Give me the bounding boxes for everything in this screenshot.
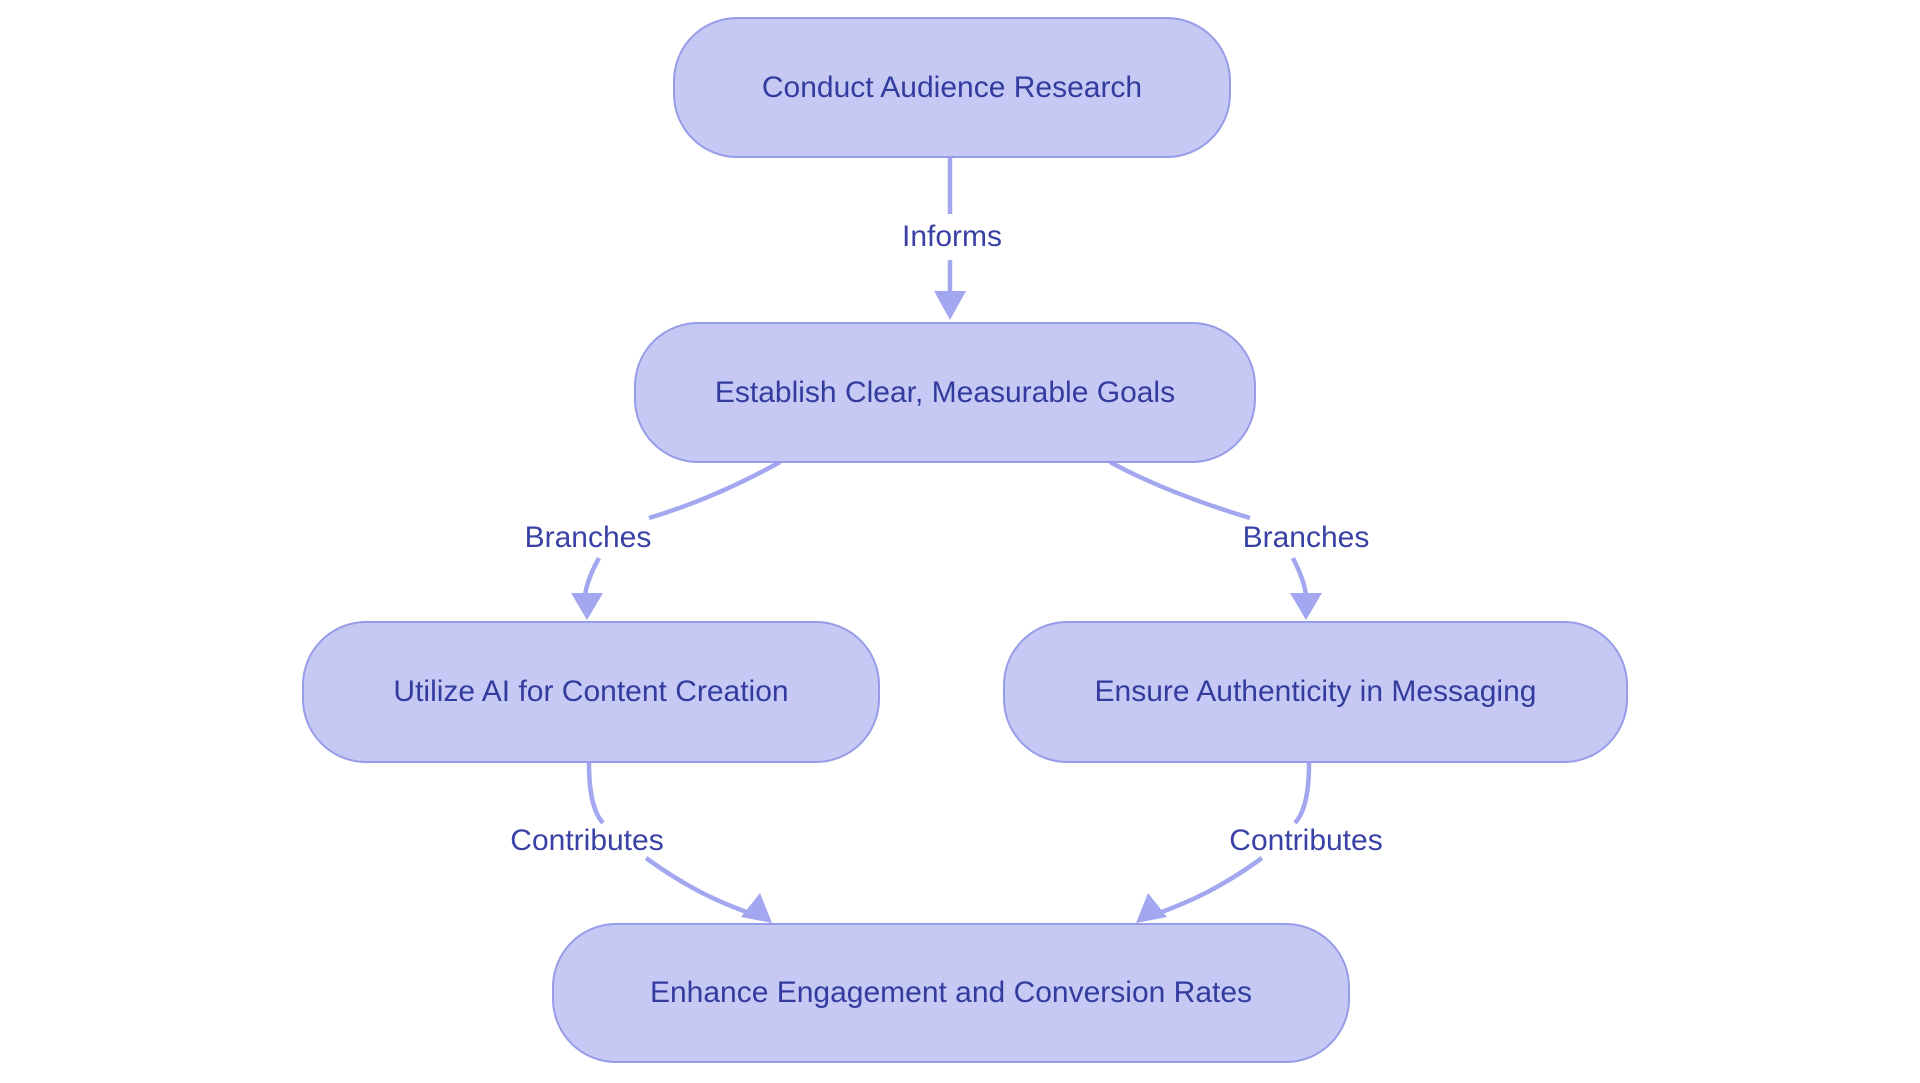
node-enhance-engagement: Enhance Engagement and Conversion Rates bbox=[552, 923, 1350, 1063]
edge-contributes-left-arrowhead bbox=[741, 893, 772, 923]
edge-branches-right-arrowhead bbox=[1290, 593, 1322, 620]
node-label: Conduct Audience Research bbox=[761, 70, 1143, 104]
edge-branches-left-arrowhead bbox=[571, 593, 603, 620]
edge-label-branches-right: Branches bbox=[1242, 521, 1370, 554]
edge-label-contributes-left: Contributes bbox=[510, 824, 664, 857]
node-ensure-authenticity: Ensure Authenticity in Messaging bbox=[1003, 621, 1628, 763]
edge-contributes-left-line-bottom bbox=[644, 856, 750, 916]
node-label: Utilize AI for Content Creation bbox=[393, 675, 789, 708]
node-utilize-ai: Utilize AI for Content Creation bbox=[302, 621, 880, 763]
edge-contributes-left-line-top bbox=[586, 762, 605, 825]
node-label: Enhance Engagement and Conversion Rates bbox=[649, 976, 1253, 1009]
node-label: Establish Clear, Measurable Goals bbox=[714, 375, 1176, 409]
edge-branches-right-line-top bbox=[1108, 460, 1251, 521]
edge-contributes-right-line-bottom bbox=[1158, 856, 1264, 916]
edge-branches-right-line-bottom bbox=[1290, 556, 1309, 599]
edge-label-informs: Informs bbox=[901, 220, 1003, 253]
node-establish-goals: Establish Clear, Measurable Goals bbox=[634, 322, 1256, 463]
edge-contributes-right-line-top bbox=[1293, 762, 1312, 825]
edge-branches-left-line-top bbox=[648, 460, 782, 521]
node-conduct-audience-research: Conduct Audience Research bbox=[673, 17, 1231, 158]
edge-informs-arrowhead bbox=[934, 291, 966, 320]
edge-branches-left-line-bottom bbox=[582, 556, 601, 599]
edge-label-contributes-right: Contributes bbox=[1229, 824, 1383, 857]
node-label: Ensure Authenticity in Messaging bbox=[1094, 675, 1537, 708]
edge-label-branches-left: Branches bbox=[524, 521, 652, 554]
edge-contributes-right-arrowhead bbox=[1136, 893, 1167, 923]
